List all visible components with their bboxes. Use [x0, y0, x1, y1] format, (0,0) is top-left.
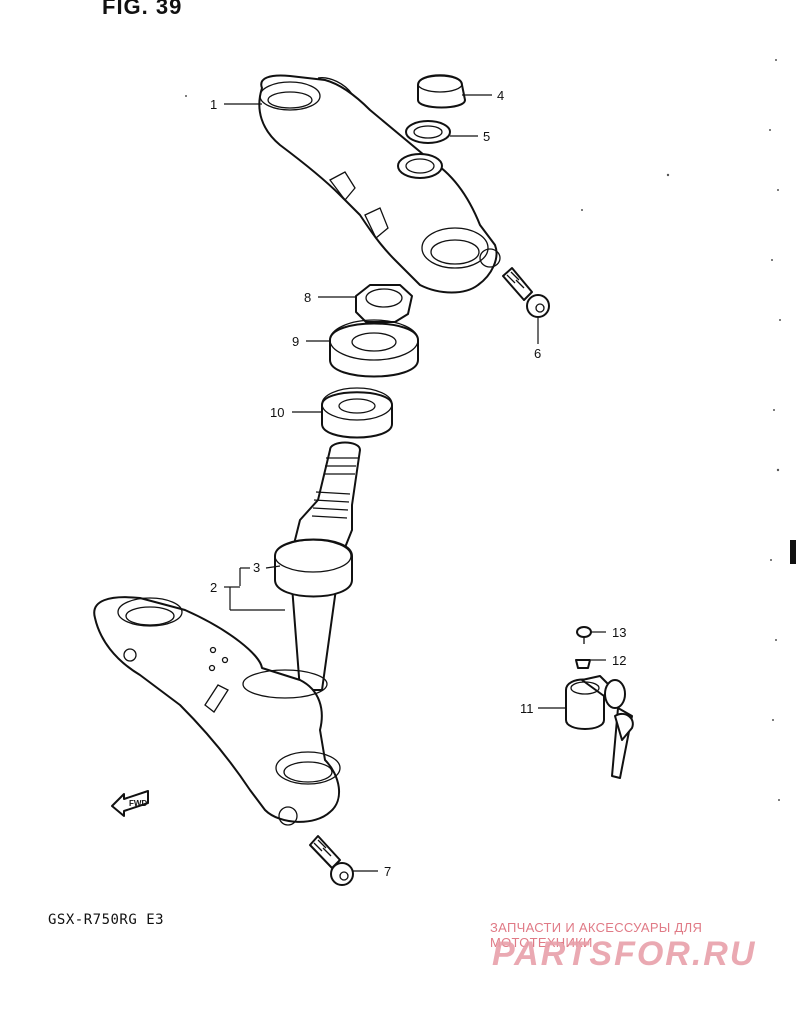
part-upper-bracket — [258, 74, 501, 294]
part-dust-seal — [329, 319, 419, 378]
part-bolt-upper — [502, 267, 550, 318]
direction-label: FWD — [129, 799, 147, 808]
part-steering-nut — [355, 284, 413, 323]
part-washer — [405, 120, 451, 144]
figure-title: FIG. 39 — [102, 0, 183, 19]
callout-2: 2 — [210, 580, 217, 595]
forward-arrow-icon: FWD — [111, 790, 149, 817]
scan-edge-bar — [790, 540, 796, 564]
callout-3: 3 — [253, 560, 260, 575]
part-bearing — [321, 387, 393, 439]
part-lower-bracket — [93, 596, 341, 826]
part-bolt-lower — [309, 835, 354, 886]
callout-6: 6 — [534, 346, 541, 361]
callout-5: 5 — [483, 129, 490, 144]
part-bracket-washer — [397, 153, 443, 179]
callout-4: 4 — [497, 88, 504, 103]
scan-edge-marks — [185, 59, 781, 801]
part-small-nut — [575, 659, 591, 669]
part-steering-stem — [274, 441, 361, 691]
leader-lines — [224, 94, 606, 872]
part-steering-lock — [565, 675, 634, 779]
watermark-caption: ЗАПЧАСТИ И АКСЕССУАРЫ ДЛЯ МОТОТЕХНИКИ — [490, 920, 703, 950]
watermark-logo: PARTSFOR.RU — [492, 935, 757, 973]
callout-7: 7 — [384, 864, 391, 879]
callout-10: 10 — [270, 405, 284, 420]
part-cap-nut — [417, 74, 466, 109]
callout-12: 12 — [612, 653, 626, 668]
callout-13: 13 — [612, 625, 626, 640]
callout-11: 11 — [520, 701, 534, 716]
callout-9: 9 — [292, 334, 299, 349]
model-code: GSX-R750RG E3 — [48, 912, 165, 928]
callout-1: 1 — [210, 97, 217, 112]
part-screw — [576, 626, 592, 644]
callout-8: 8 — [304, 290, 311, 305]
